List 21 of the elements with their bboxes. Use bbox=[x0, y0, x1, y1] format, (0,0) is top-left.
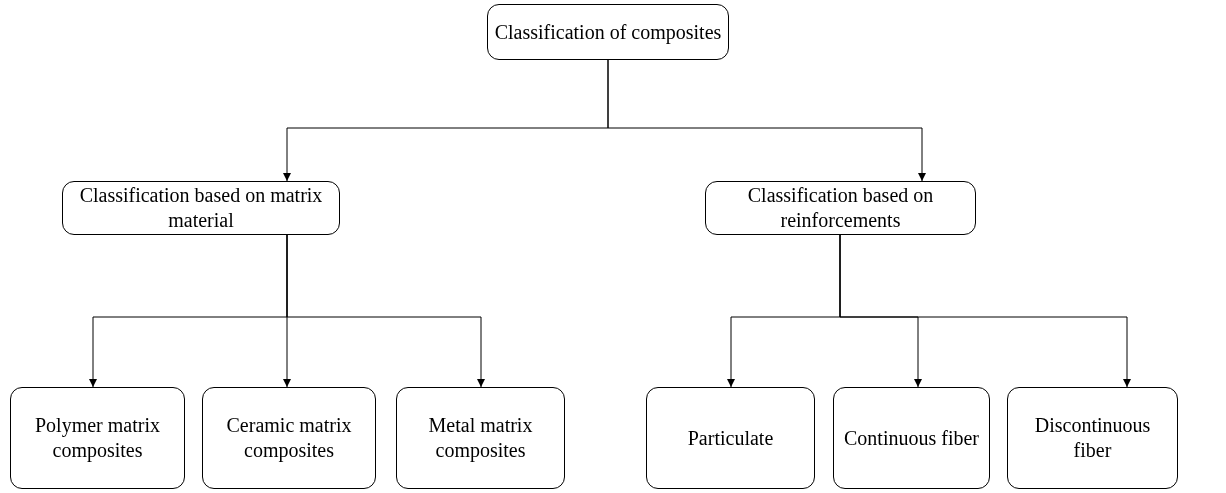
rounded-box bbox=[487, 4, 729, 60]
rounded-box bbox=[646, 387, 815, 489]
rounded-box bbox=[62, 181, 340, 235]
box-label: Ceramic matrix composites bbox=[225, 413, 353, 463]
box-label: Metal matrix composites bbox=[427, 413, 534, 463]
box-label: Classification based on reinforcements bbox=[746, 183, 935, 233]
box-label: Continuous fiber bbox=[843, 425, 980, 451]
rounded-box bbox=[10, 387, 185, 489]
box-label: Discontinuous fiber bbox=[1033, 413, 1152, 463]
box-label: Classification based on matrix material bbox=[78, 183, 324, 233]
rounded-box bbox=[396, 387, 565, 489]
box-label: Classification of composites bbox=[493, 19, 723, 45]
arrow bbox=[286, 234, 485, 388]
rounded-box bbox=[1007, 387, 1178, 489]
arrow bbox=[839, 234, 1131, 388]
box-label: Polymer matrix composites bbox=[34, 413, 161, 463]
rounded-box bbox=[833, 387, 990, 489]
box-label: Particulate bbox=[686, 425, 775, 451]
rounded-box bbox=[202, 387, 376, 489]
arrow bbox=[607, 59, 926, 182]
rounded-box bbox=[705, 181, 976, 235]
